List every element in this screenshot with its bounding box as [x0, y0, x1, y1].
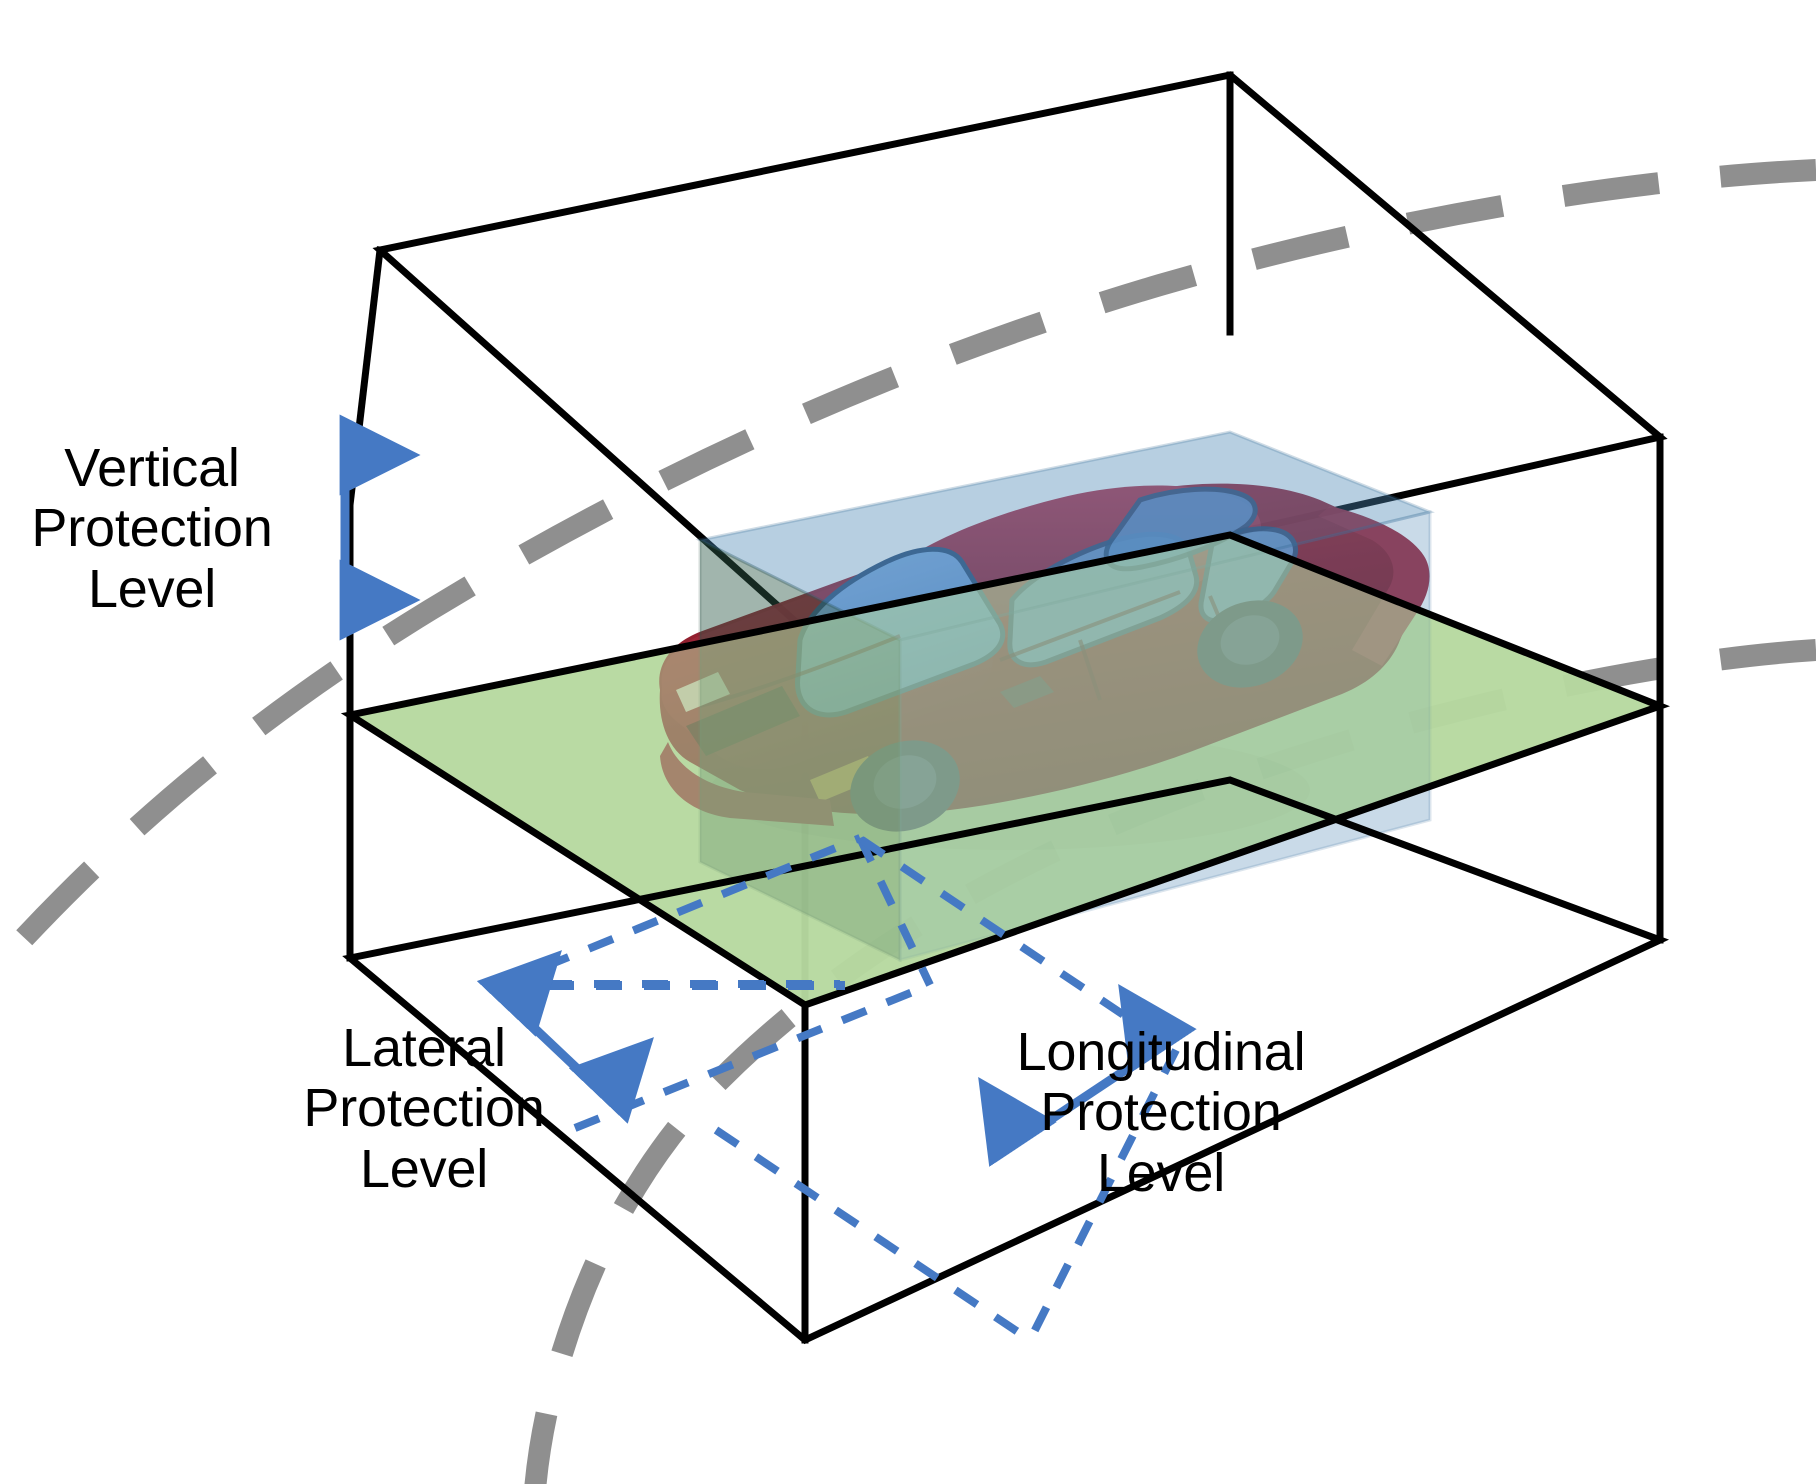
vertical-protection-level-label: Vertical Protection Level — [31, 438, 273, 619]
guide-right-lower — [713, 1126, 1033, 1344]
lateral-protection-arrow — [476, 950, 654, 1124]
green-plane-front-half — [350, 535, 1660, 1005]
lateral-protection-level-label: Lateral Protection Level — [303, 1018, 545, 1199]
guide-right-upper — [859, 836, 1179, 1054]
longitudinal-protection-arrow — [978, 984, 1197, 1167]
vehicle-bbox-top-face — [695, 430, 1435, 642]
lane-marking-upper — [0, 159, 1816, 981]
longitudinal-protection-level-label: Longitudinal Protection Level — [1016, 1022, 1306, 1203]
